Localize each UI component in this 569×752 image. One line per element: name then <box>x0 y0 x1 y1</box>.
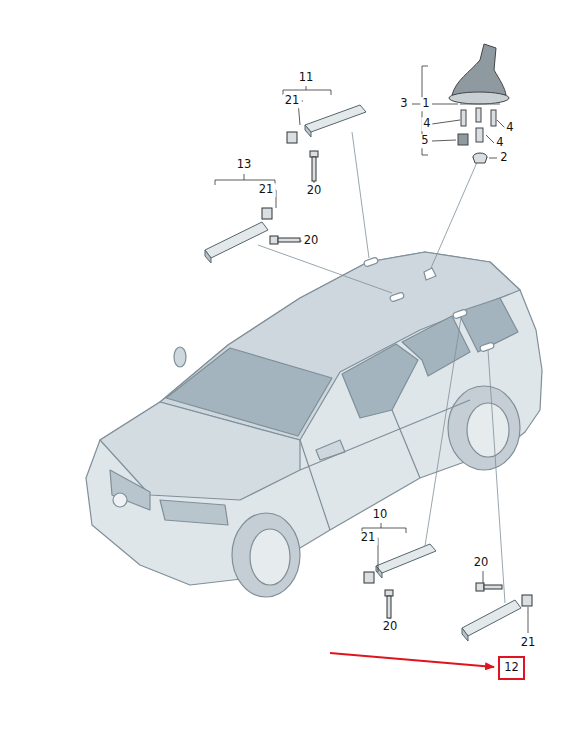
callout-number: 3 <box>398 97 409 111</box>
mounting-slot <box>363 257 494 352</box>
callout-number: 11 <box>297 71 316 85</box>
callout-number: 20 <box>302 234 321 248</box>
callout-number: 2 <box>498 151 509 165</box>
callout-number: 4 <box>494 136 505 150</box>
callout-number: 4 <box>421 117 432 131</box>
callout-number: 21 <box>283 94 302 108</box>
control-module <box>205 105 521 641</box>
clip-and-screw <box>262 132 532 618</box>
callout-number: 21 <box>359 531 378 545</box>
callout-number: 5 <box>419 134 430 148</box>
callout-number: 21 <box>519 636 538 650</box>
callout-number: 20 <box>472 556 491 570</box>
callout-number: 4 <box>504 121 515 135</box>
leader-line <box>258 132 505 603</box>
callout-number: 10 <box>371 508 390 522</box>
callout-number: 20 <box>381 620 400 634</box>
bracket <box>215 66 528 633</box>
highlight-box: 12 <box>498 656 525 680</box>
callout-number: 20 <box>305 184 324 198</box>
roof-antenna <box>449 44 509 163</box>
callout-number: 12 <box>504 662 519 674</box>
pointer-arrow <box>330 653 494 667</box>
vehicle-body <box>86 252 542 597</box>
callout-number: 21 <box>257 183 276 197</box>
callout-number: 1 <box>420 97 431 111</box>
callout-number: 13 <box>235 158 254 172</box>
